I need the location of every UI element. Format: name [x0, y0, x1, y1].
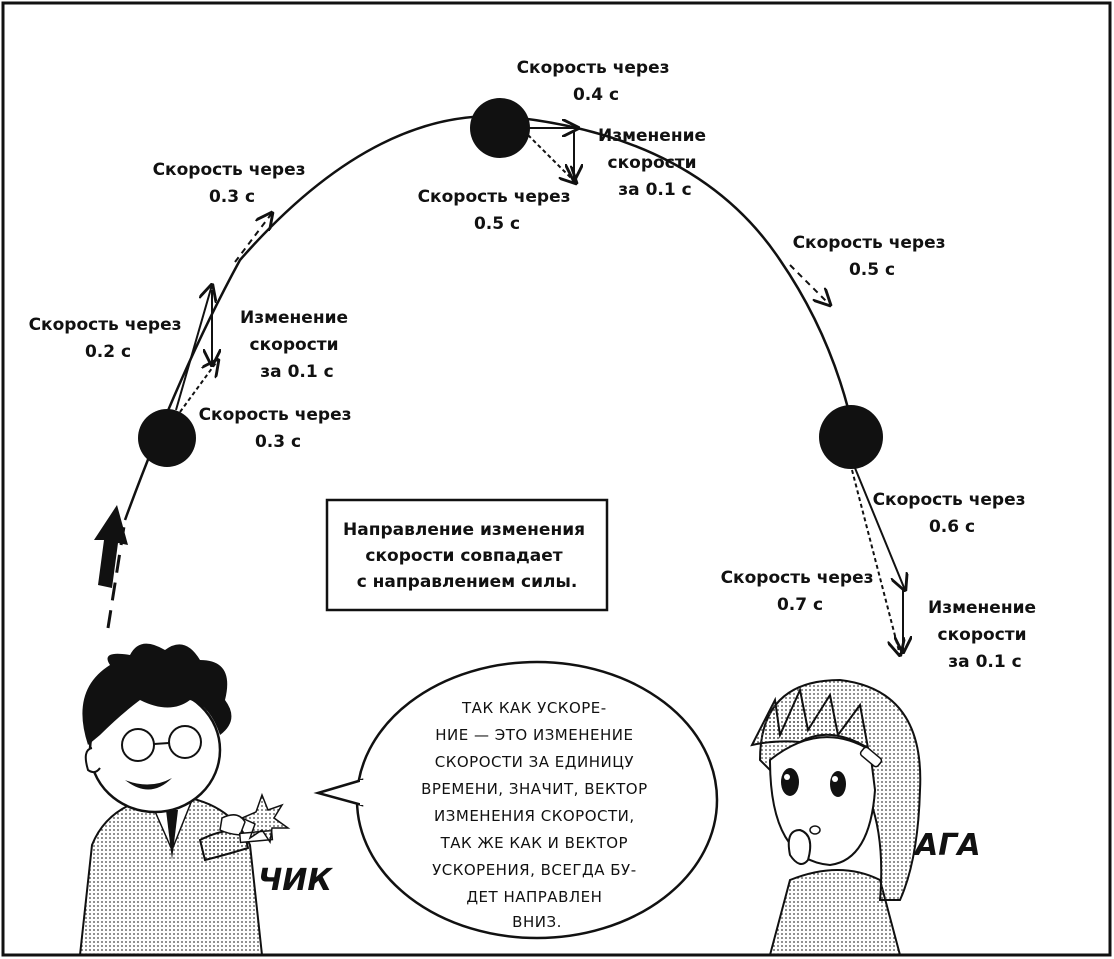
velocity-arrow-0.7s — [851, 469, 900, 655]
motion-arrow — [94, 505, 128, 588]
ball-top — [470, 98, 530, 158]
label-speed-0.6s: Скорость через 0.6 с — [873, 490, 1032, 537]
caption-text: Направление изменения скорости совпадает… — [343, 520, 591, 592]
label-speed-0.7s: Скорость через 0.7 с — [721, 568, 880, 615]
label-speed-0.5s-right: Скорость через 0.5 с — [793, 233, 952, 280]
sfx-chik: ЧИК — [258, 863, 333, 898]
sfx-aga: АГА — [913, 828, 981, 863]
girl-character — [750, 678, 922, 956]
chalk-spark-icon — [240, 792, 291, 845]
ball-left — [138, 409, 196, 467]
label-speed-0.3s-upper: Скорость через 0.3 с — [153, 160, 312, 207]
velocity-arrow-0.5s-top — [527, 134, 576, 183]
label-speed-0.4s: Скорость через 0.4 с — [517, 58, 676, 105]
label-delta-v-left: Изменение скорости за 0.1 с — [240, 308, 354, 382]
speech-bubble — [313, 660, 719, 940]
label-delta-v-top: Изменение скорости за 0.1 с — [598, 126, 712, 200]
velocity-arrow-0.2s — [175, 285, 212, 411]
velocity-arrow-0.6s — [854, 467, 905, 590]
velocity-arrow-0.3s — [179, 360, 218, 413]
label-speed-0.5s-top: Скорость через 0.5 с — [418, 187, 577, 234]
velocity-dashed-0.5s-right — [789, 264, 830, 305]
label-speed-0.3s-lower: Скорость через 0.3 с — [199, 405, 358, 452]
label-speed-0.2s: Скорость через 0.2 с — [29, 315, 188, 362]
ball-right — [819, 405, 883, 469]
speech-text: ТАК КАК УСКОРЕ- НИЕ — ЭТО ИЗМЕНЕНИЕ СКОР… — [421, 699, 653, 931]
label-delta-v-right: Изменение скорости за 0.1 с — [928, 598, 1042, 672]
boy-character — [78, 643, 274, 956]
caption-box — [325, 498, 609, 612]
